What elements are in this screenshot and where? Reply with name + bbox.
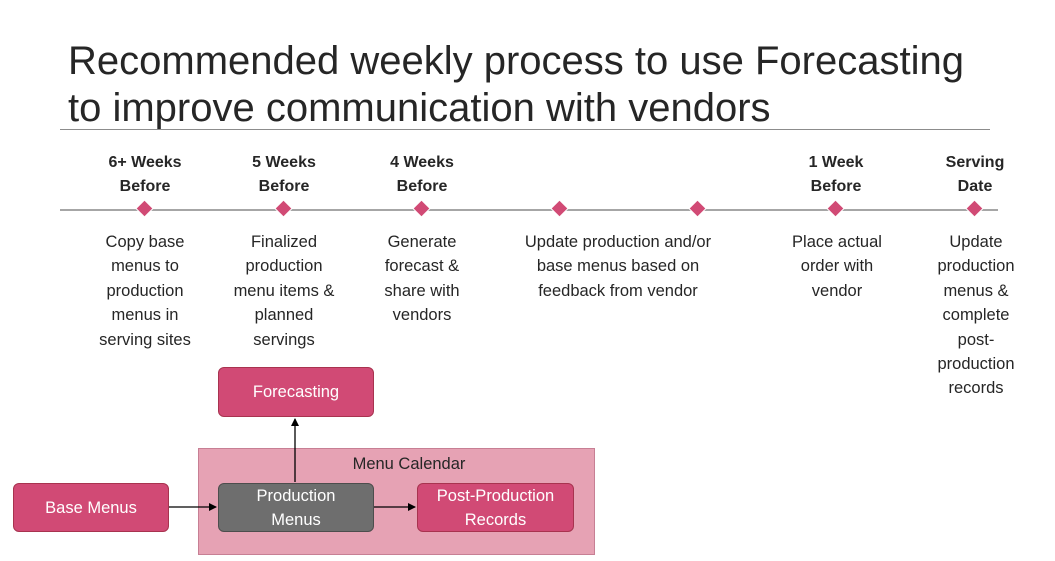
step-description-update-production: Update production and/or base menus base… [524,233,712,300]
step-description-finalize-production: Finalized production menu items & planne… [233,233,335,349]
milestone-label-serving-date: Serving Date [945,154,1005,195]
milestone-label-5-weeks: 5 Weeks Before [252,154,316,195]
timeline-axis [60,209,998,211]
step-description-copy-base-menus: Copy base menus to production menus in s… [99,233,191,349]
step-description-update-records: Update production menus & complete post-… [937,233,1015,398]
post-production-records-box: Post-Production Records [417,483,574,532]
slide-title-line-2: to improve communication with vendors [68,86,771,130]
production-menus-box: Production Menus [218,483,374,532]
milestone-label-6-weeks: 6+ Weeks Before [108,154,182,195]
slide-title: Recommended weekly process to use Foreca… [68,38,1028,132]
forecasting-box: Forecasting [218,367,374,417]
milestone-label-1-week: 1 Week Before [808,154,864,195]
milestone-label-4-weeks: 4 Weeks Before [390,154,454,195]
base-menus-box: Base Menus [13,483,169,532]
step-description-place-order: Place actual order with vendor [792,233,882,300]
title-underline [60,129,990,130]
step-description-generate-forecast: Generate forecast & share with vendors [384,233,460,325]
menu-calendar-label: Menu Calendar [352,455,466,473]
slide-title-line-1: Recommended weekly process to use Foreca… [68,39,964,83]
